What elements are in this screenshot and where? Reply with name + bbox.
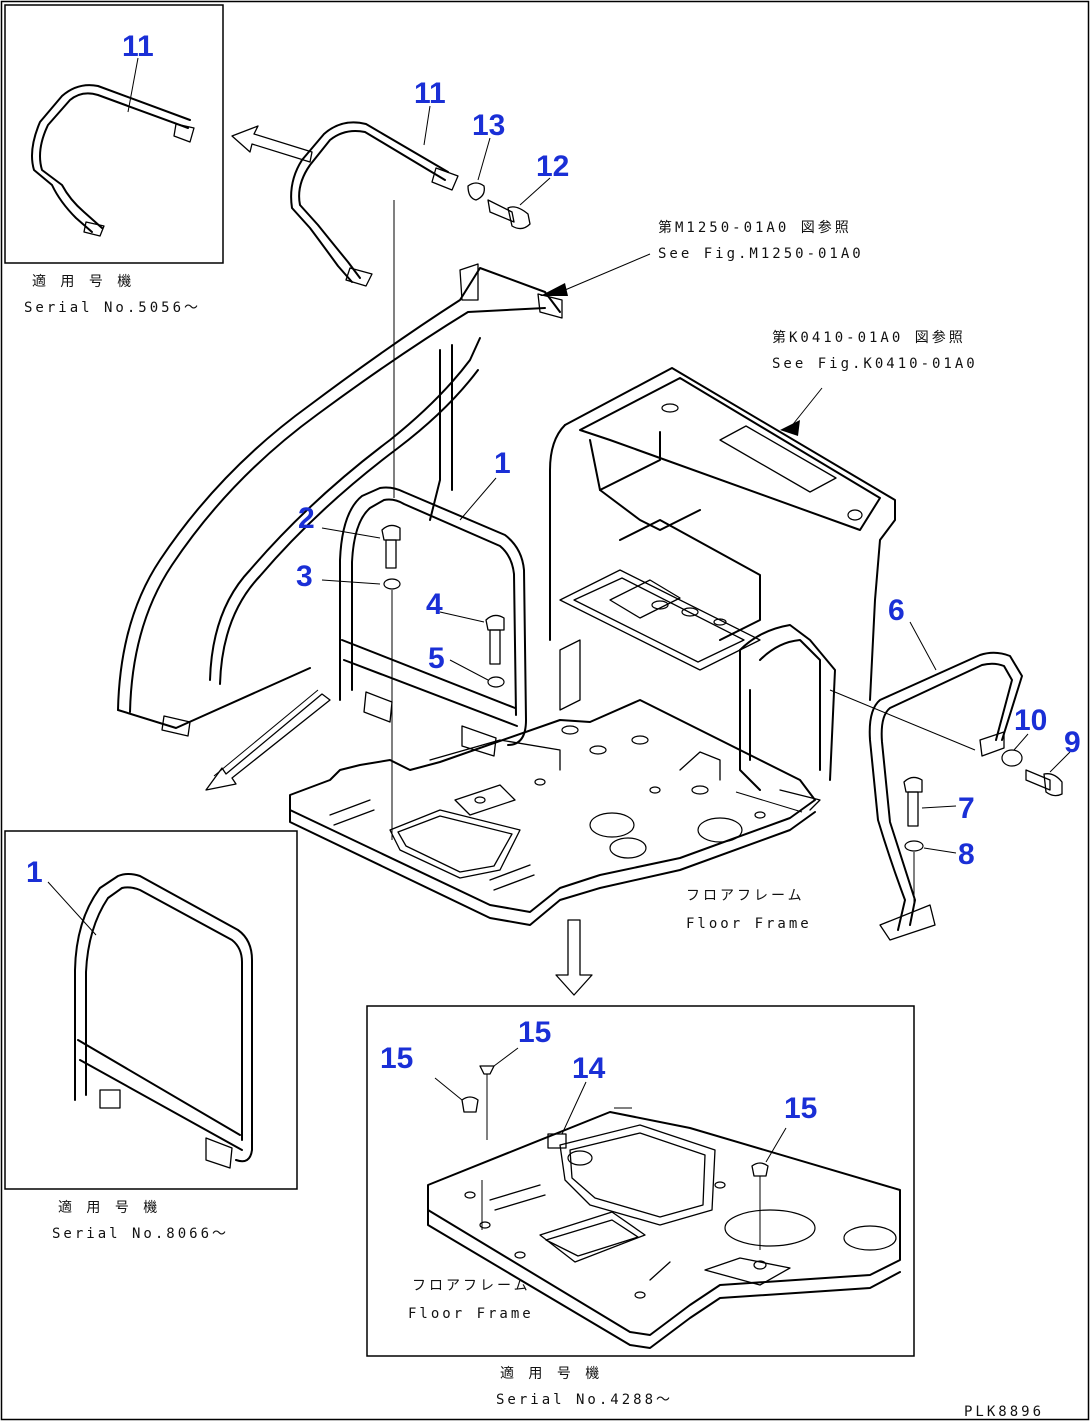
callout-11: 11 [414, 77, 446, 110]
inset1-serial-label: Serial No.5056～ [24, 300, 201, 316]
callout-10: 10 [1014, 704, 1047, 737]
bolt-7 [903, 776, 923, 827]
washer-8 [904, 840, 924, 852]
reference-label-en-2: See Fig.K0410-01A0 [772, 356, 978, 372]
arrow-to-inset-left [205, 693, 331, 791]
reference-label-jp-2: 第K0410-01A0 図参照 [772, 329, 966, 346]
callout-2: 2 [298, 502, 315, 535]
handrail-6 [868, 651, 1023, 941]
callout-9: 9 [1064, 726, 1081, 759]
inset-floor-frame [427, 1065, 901, 1349]
inset2-applicable-label: 適 用 号 機 [58, 1199, 160, 1216]
inset3-serial-label: Serial No.4288～ [496, 1392, 673, 1408]
inset-box-bottom-left [4, 830, 298, 1190]
callout-12: 12 [536, 150, 569, 183]
bolt-2 [381, 524, 401, 569]
callout-5: 5 [428, 642, 445, 675]
callout-6: 6 [888, 594, 905, 627]
callout-14: 14 [572, 1052, 606, 1085]
inset-handrail-1 [74, 873, 253, 1169]
callout-1: 1 [494, 447, 511, 480]
callout-15-c: 15 [784, 1092, 817, 1125]
floor-frame-inset-label-en: Floor Frame [408, 1306, 534, 1322]
arrow-to-inset-top [231, 125, 313, 163]
washer-3 [383, 578, 401, 590]
handrail-11 [290, 121, 459, 287]
handrail-1 [339, 486, 527, 757]
bolt-4 [485, 614, 505, 665]
callout-4: 4 [426, 588, 443, 621]
bolt-9 [1025, 769, 1063, 797]
inset1-applicable-label: 適 用 号 機 [32, 273, 134, 290]
reference-label-jp-1: 第M1250-01A0 図参照 [658, 219, 852, 236]
callout-3: 3 [296, 560, 313, 593]
inset-box-bottom-right [366, 1005, 915, 1357]
floor-frame-inset-label-jp: フロアフレーム [412, 1278, 531, 1294]
callout-15-b: 15 [518, 1016, 551, 1049]
callout-11-inset: 11 [122, 30, 154, 63]
inset2-serial-label: Serial No.8066～ [52, 1226, 229, 1242]
callout-1-inset: 1 [26, 856, 43, 889]
arrow-to-inset-floor [555, 919, 593, 996]
cab-console [549, 367, 896, 791]
callout-15-a: 15 [380, 1042, 413, 1075]
callout-7: 7 [958, 792, 975, 825]
washer-13 [467, 182, 485, 201]
floor-frame-label-jp: フロアフレーム [686, 888, 805, 904]
washer-5 [487, 676, 505, 688]
cab-frame-left [117, 263, 563, 737]
figure-code: PLK8896 [964, 1404, 1044, 1420]
inset3-applicable-label: 適 用 号 機 [500, 1365, 602, 1382]
floor-frame [289, 699, 821, 926]
callout-8: 8 [958, 838, 975, 871]
floor-frame-label-en: Floor Frame [686, 916, 812, 932]
reference-label-en-1: See Fig.M1250-01A0 [658, 246, 864, 262]
callout-13: 13 [472, 109, 505, 142]
washer-10 [1001, 749, 1023, 767]
inset-box-top-left [4, 4, 224, 264]
inset-handrail-11 [31, 84, 195, 237]
bolt-12 [487, 199, 531, 230]
